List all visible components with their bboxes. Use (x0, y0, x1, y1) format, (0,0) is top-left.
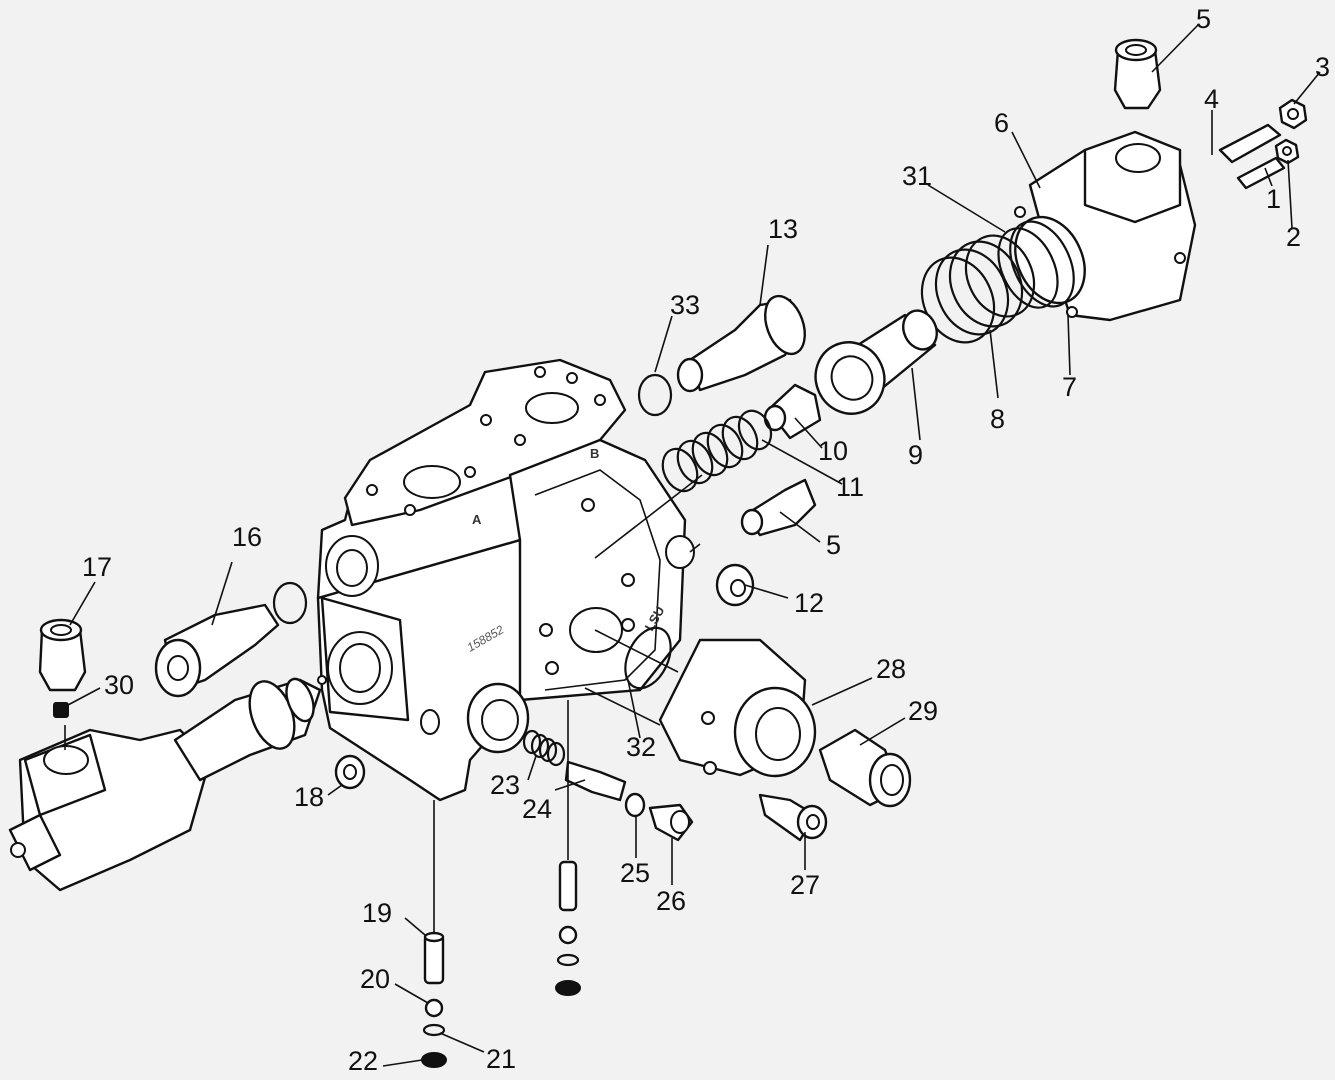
callout-22: 22 (348, 1046, 378, 1076)
sleeve-19 (423, 931, 445, 985)
callout-16: 16 (232, 522, 262, 552)
callout-13: 13 (768, 214, 798, 244)
valve-body: A B LSU 158852 (316, 358, 695, 802)
callout-31: 31 (902, 161, 932, 191)
callout-9: 9 (908, 440, 923, 470)
callout-2: 2 (1286, 222, 1301, 252)
callout-4: 4 (1204, 84, 1219, 114)
o-ring-7 (1009, 220, 1075, 308)
spring-20 (424, 998, 444, 1018)
sleeve-lower (558, 860, 578, 912)
pin-1 (1236, 156, 1286, 190)
port-a-mark: A (472, 512, 482, 527)
o-ring-lower (556, 953, 580, 967)
plug-18 (334, 754, 366, 790)
callout-19: 19 (362, 898, 392, 928)
callout-28: 28 (876, 654, 906, 684)
callout-33: 33 (670, 290, 700, 320)
o-ring-21 (422, 1023, 446, 1037)
relief-valve-13 (676, 294, 806, 393)
relief-valve-16 (154, 603, 280, 698)
callout-27: 27 (790, 870, 820, 900)
plug-22 (421, 1052, 447, 1068)
spool-10 (763, 383, 822, 440)
port-b-mark: B (590, 446, 599, 461)
leader-lines (64, 24, 1321, 1067)
fitting-5-mid (740, 478, 817, 537)
callout-32: 32 (626, 732, 656, 762)
callout-29: 29 (908, 696, 938, 726)
callout-3: 3 (1315, 52, 1330, 82)
plug-12 (715, 563, 755, 607)
valve-24 (564, 760, 627, 802)
callout-17: 17 (82, 552, 112, 582)
o-ring-33 (637, 373, 673, 417)
callout-25: 25 (620, 858, 650, 888)
sleeve-9 (814, 309, 938, 415)
callout-20: 20 (360, 964, 390, 994)
plug-26 (648, 803, 694, 842)
fitting-5-top (1113, 38, 1162, 110)
callout-11: 11 (836, 472, 864, 502)
callout-24: 24 (522, 794, 552, 824)
o-ring-16 (272, 581, 308, 625)
spring-lower (558, 925, 578, 945)
callout-labels: 5 3 4 1 2 6 31 7 8 9 13 33 10 11 5 12 28… (82, 4, 1330, 1076)
filter-30 (53, 702, 69, 718)
actuator-housing (1014, 130, 1197, 322)
callout-6: 6 (994, 108, 1009, 138)
callout-7: 7 (1062, 372, 1077, 402)
flange-28 (658, 638, 817, 778)
spring-11 (661, 409, 773, 493)
callout-18: 18 (294, 782, 324, 812)
fitting-29 (818, 728, 912, 808)
spring-23 (522, 729, 566, 767)
washer-25 (624, 792, 646, 818)
callout-23: 23 (490, 770, 520, 800)
callout-21: 21 (486, 1044, 516, 1074)
callout-5a: 5 (1196, 4, 1211, 34)
pin-4 (1218, 123, 1282, 164)
callout-1: 1 (1266, 184, 1281, 214)
fitting-17 (38, 618, 87, 692)
callout-12: 12 (794, 588, 824, 618)
callout-10: 10 (818, 436, 848, 466)
callout-30: 30 (104, 670, 134, 700)
callout-8: 8 (990, 404, 1005, 434)
callout-5b: 5 (826, 530, 841, 560)
plug-lower (555, 980, 581, 996)
solenoid-actuator (8, 677, 322, 892)
callout-26: 26 (656, 886, 686, 916)
screw-27 (758, 793, 828, 842)
